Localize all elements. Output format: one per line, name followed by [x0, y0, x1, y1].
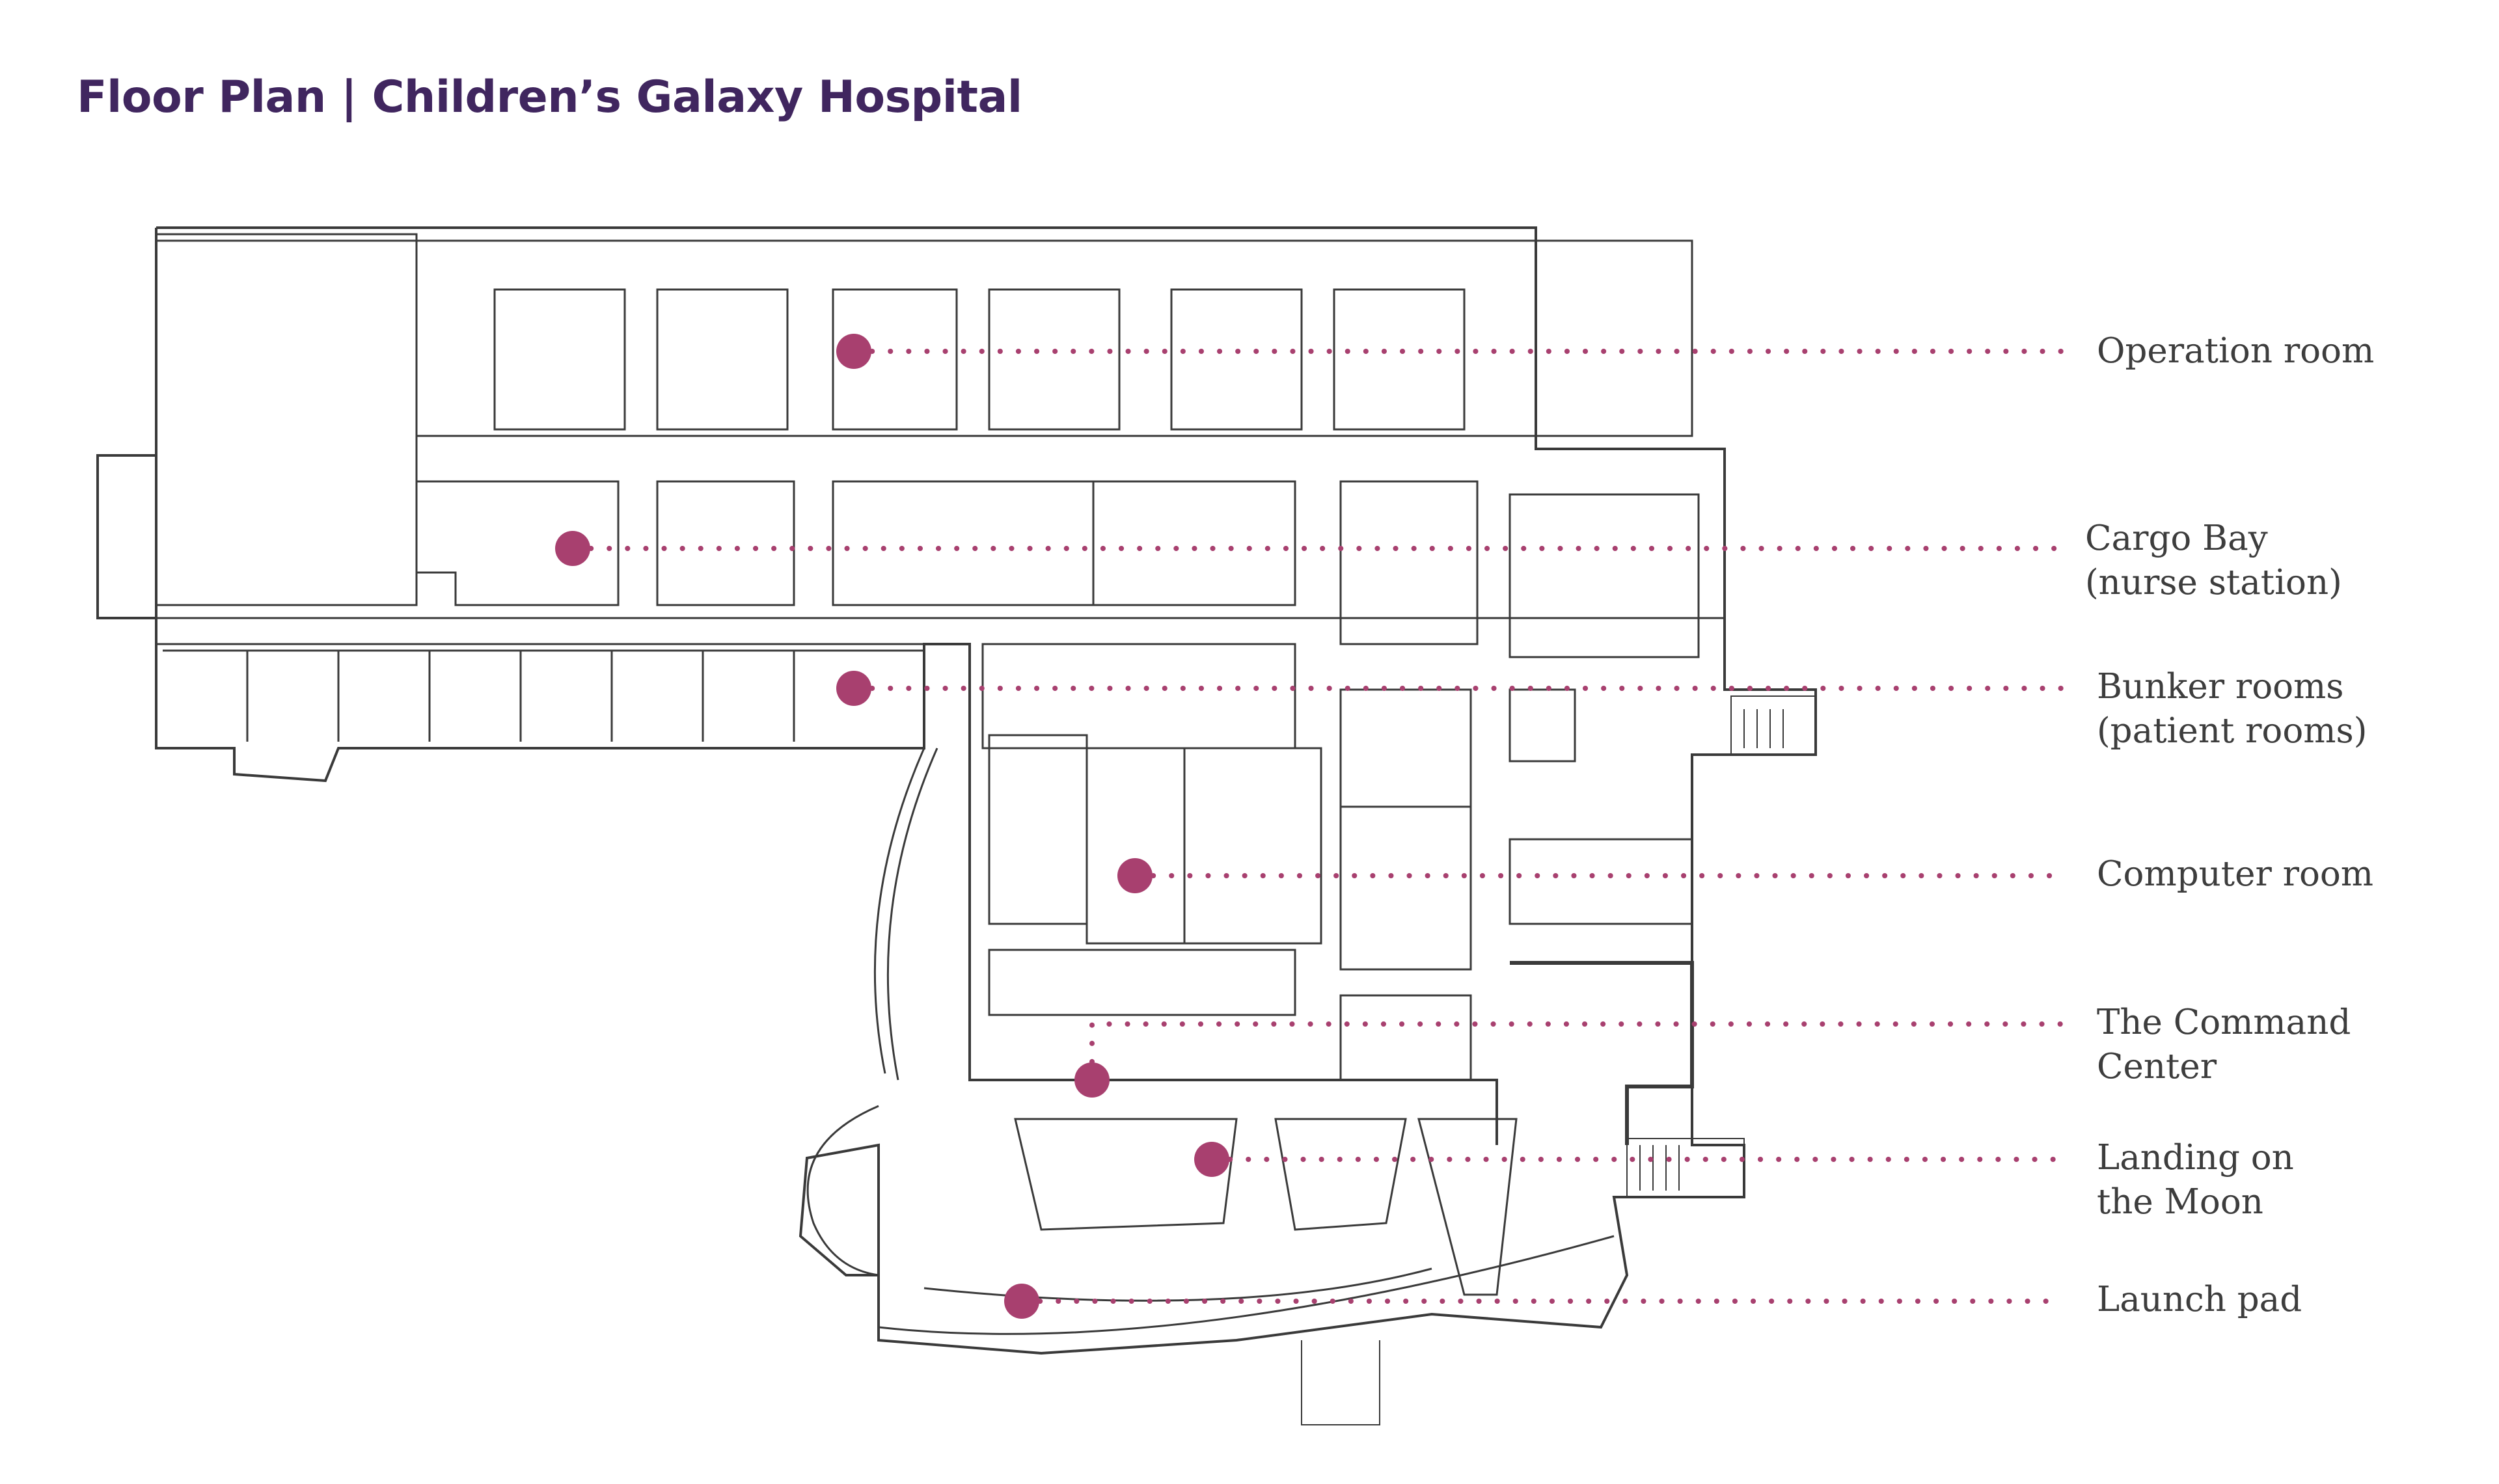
label-line: the Moon: [2097, 1182, 2263, 1222]
label-line: (patient rooms): [2097, 711, 2368, 751]
label-line: Operation room: [2097, 331, 2375, 371]
label-cargo-bay: Cargo Bay (nurse station): [2085, 517, 2342, 605]
marker-operation-room: [836, 334, 871, 369]
label-landing-on-the-moon: Landing on the Moon: [2097, 1136, 2294, 1224]
label-line: Computer room: [2097, 854, 2374, 894]
marker-landing-on-the-moon: [1194, 1142, 1229, 1177]
marker-bunker-rooms: [836, 671, 871, 706]
label-line: Cargo Bay: [2085, 519, 2268, 558]
floor-plan-walls: [96, 226, 1817, 1425]
leader-command-center: [1089, 1021, 2066, 1083]
marker-cargo-bay: [555, 531, 590, 566]
page-title: Floor Plan | Children’s Galaxy Hospital: [77, 72, 1022, 123]
label-launch-pad: Launch pad: [2097, 1278, 2302, 1322]
label-operation-room: Operation room: [2097, 329, 2374, 373]
callout-leaders: [570, 349, 2066, 1304]
marker-command-center: [1074, 1062, 1110, 1098]
label-line: Bunker rooms: [2097, 667, 2344, 707]
label-line: (nurse station): [2085, 563, 2342, 602]
label-line: Launch pad: [2097, 1280, 2302, 1319]
label-command-center: The Command Center: [2097, 1001, 2351, 1089]
label-computer-room: Computer room: [2097, 852, 2373, 897]
marker-launch-pad: [1004, 1284, 1039, 1319]
label-bunker-rooms: Bunker rooms (patient rooms): [2097, 665, 2367, 753]
label-line: Landing on: [2097, 1138, 2294, 1178]
marker-computer-room: [1117, 858, 1153, 893]
callout-markers: [555, 334, 1229, 1319]
label-line: Center: [2097, 1047, 2217, 1086]
label-line: The Command: [2097, 1003, 2351, 1042]
